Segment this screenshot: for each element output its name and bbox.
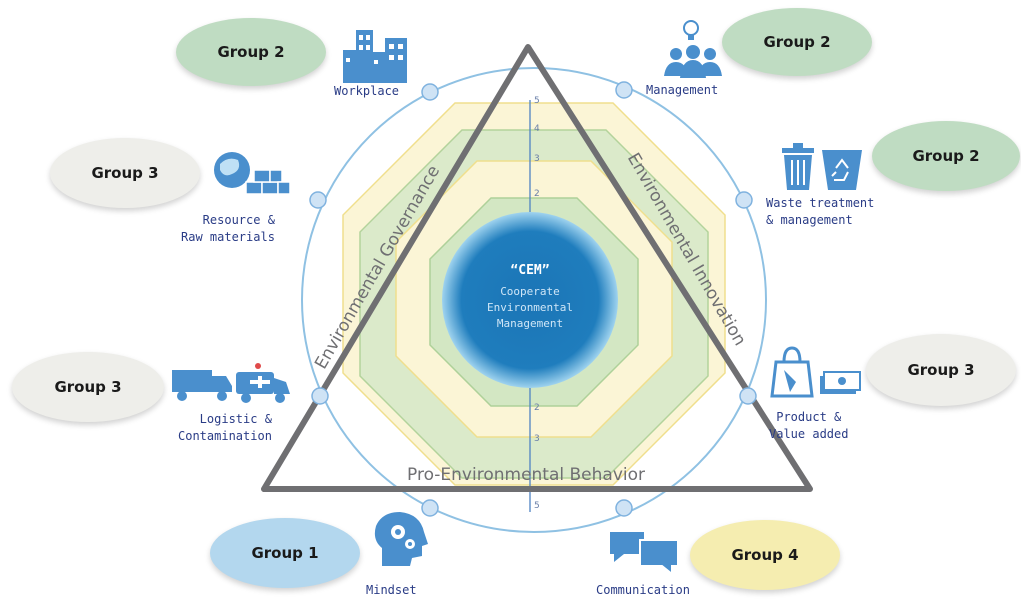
- node-marker-waste: [735, 191, 753, 209]
- node-marker-mindset: [421, 499, 439, 517]
- label-product-value-added: Product &Value added: [769, 410, 849, 441]
- label-management: Management: [646, 83, 719, 97]
- team-idea-icon: [664, 20, 722, 78]
- node-marker-management: [615, 81, 633, 99]
- cem-title: “CEM”: [510, 263, 549, 278]
- axis-tick-2-bottom: 2: [534, 403, 540, 413]
- node-marker-product: [739, 387, 757, 405]
- group-oval-product: Group 3: [866, 334, 1016, 406]
- group-oval-logistic: Group 3: [12, 352, 164, 422]
- node-marker-logistic: [311, 387, 329, 405]
- group-oval-communication: Group 4: [690, 520, 840, 590]
- group-oval-resource: Group 3: [50, 138, 200, 208]
- head-gears-icon: [374, 512, 428, 566]
- chat-bubbles-icon: [610, 532, 679, 577]
- axis-tick-3-top: 3: [534, 154, 540, 164]
- node-marker-resource: [309, 191, 327, 209]
- globe-resources-icon: [214, 152, 291, 195]
- cem-center-circle: [442, 212, 618, 388]
- node-marker-workplace: [421, 83, 439, 101]
- label-logistic-contamination: Logistic &Contamination: [178, 412, 272, 443]
- cem-line-1: Cooperate: [500, 285, 560, 298]
- delivery-trucks-icon: [172, 363, 290, 403]
- label-communication: Communication: [596, 583, 690, 597]
- label-waste-treatment: Waste treatment& management: [766, 196, 875, 227]
- axis-tick-2-top: 2: [534, 189, 540, 199]
- label-mindset: Mindset: [366, 583, 417, 597]
- label-resource-raw-materials: Resource &Raw materials: [181, 213, 275, 244]
- group-oval-management: Group 2: [722, 8, 872, 76]
- group-oval-mindset: Group 1: [210, 518, 360, 588]
- cem-line-2: Environmental: [487, 301, 573, 314]
- recycle-bins-icon: [782, 143, 862, 190]
- group-oval-waste: Group 2: [872, 121, 1020, 191]
- group-oval-workplace: Group 2: [176, 18, 326, 86]
- triangle: [261, 44, 813, 492]
- outer-ring: [301, 67, 767, 533]
- axis-tick-5-bottom: 5: [534, 501, 540, 511]
- label-workplace: Workplace: [334, 84, 400, 98]
- axis-tick-3-bottom: 3: [534, 434, 540, 444]
- node-marker-communication: [615, 499, 633, 517]
- axis-tick-5-top: 5: [534, 96, 540, 106]
- label-pro-environmental-behavior: Pro-Environmental Behavior: [407, 465, 645, 485]
- cem-line-3: Management: [497, 317, 563, 330]
- buildings-icon: [343, 30, 407, 83]
- axis-tick-4-top: 4: [534, 124, 540, 134]
- shopping-bag-money-icon: [770, 346, 861, 398]
